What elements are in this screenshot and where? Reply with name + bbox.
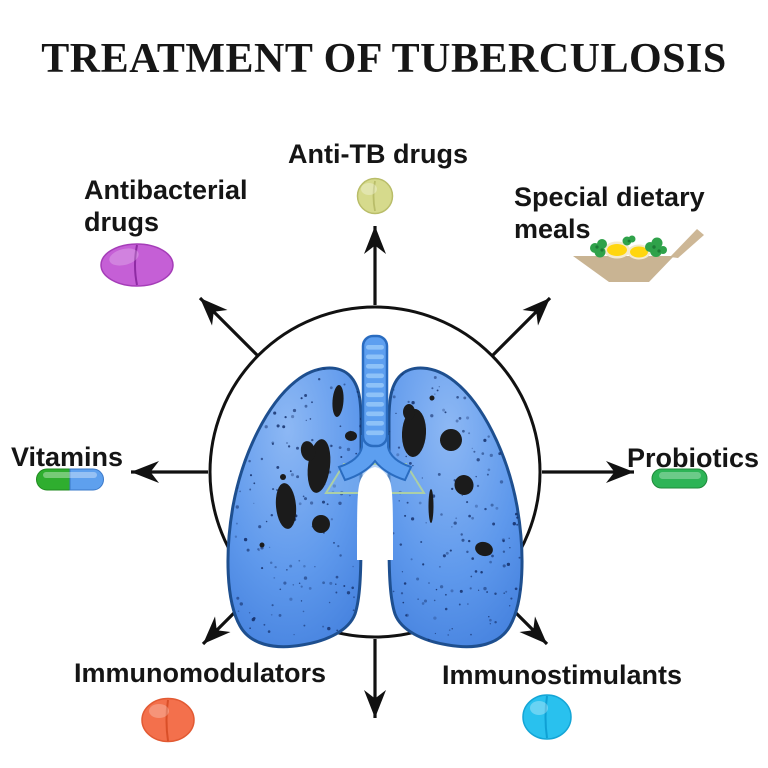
anti-tb-pill-icon [356,177,394,215]
fried-eggs-icon [604,241,651,260]
cardiac-notch [357,467,393,560]
label-immunostimulants: Immunostimulants [441,660,683,690]
dietary-meal-icon [573,229,704,282]
dish-bowl [573,256,674,282]
arrow-up-right [491,296,552,357]
tb-lesions [259,385,493,557]
vitamins-capsule-icon [36,468,104,491]
trachea-ribs [366,345,384,436]
label-antibacterial-drugs: Antibacterial drugs [84,175,248,237]
label-anti-tb-drugs: Anti-TB drugs [288,139,468,169]
dish-handle [670,229,704,258]
probiotics-capsule-icon [651,468,708,489]
bronchi-icon [337,435,413,482]
label-vitamins: Vitamins [11,442,124,472]
lungs-illustration [226,334,524,649]
immunostimulants-pill-icon [522,694,572,740]
page-title: TREATMENT OF TUBERCULOSIS [41,36,727,82]
label-immunomodulators: Immunomodulators [73,658,327,688]
broccoli-icon [590,235,667,258]
arrow-up-left [198,296,259,357]
immunomodulators-pill-icon [141,697,195,743]
label-special-dietary-meals: Special dietary meals [514,182,705,244]
trachea-icon [361,334,389,448]
antibacterial-pill-icon [100,243,174,287]
label-probiotics: Probiotics [627,443,760,473]
